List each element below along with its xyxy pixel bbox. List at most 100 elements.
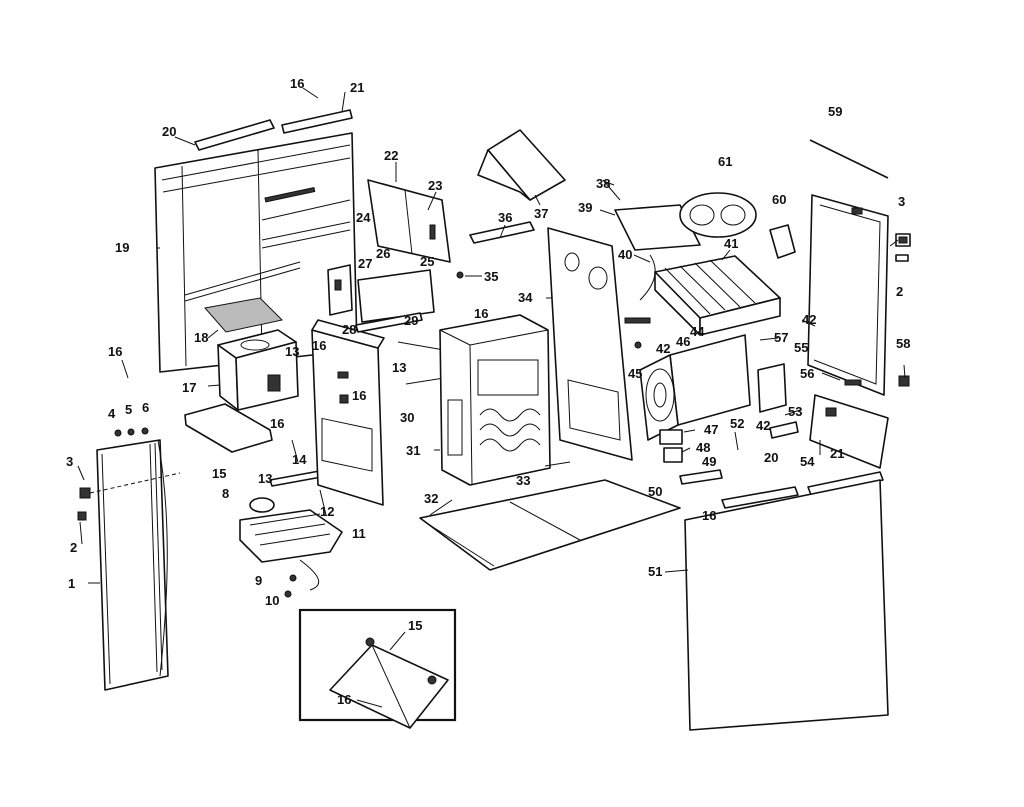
part-18-filter-plate — [204, 297, 284, 333]
part-2-3-latch-left — [77, 472, 181, 521]
part-28-bar — [355, 312, 423, 333]
label-22: 22 — [384, 148, 398, 163]
label-52: 52 — [730, 416, 744, 431]
label-8: 8 — [222, 486, 229, 501]
label-45: 45 — [628, 366, 642, 381]
label-59: 59 — [828, 104, 842, 119]
label-18: 18 — [194, 330, 208, 345]
label-49: 49 — [702, 454, 716, 469]
label-55: 55 — [794, 340, 808, 355]
part-3-2-latch-right — [895, 233, 911, 262]
part-41-coil — [654, 255, 781, 336]
label-42-c: 42 — [756, 418, 770, 433]
label-28: 28 — [342, 322, 356, 337]
label-13-c: 13 — [258, 471, 272, 486]
label-11: 11 — [352, 526, 366, 541]
label-13-b: 13 — [392, 360, 406, 375]
part-47-48-49-components — [659, 429, 683, 463]
label-21-a: 21 — [350, 80, 364, 95]
part-50-bracket — [679, 469, 723, 485]
part-37-hood — [477, 129, 566, 201]
label-61: 61 — [718, 154, 732, 169]
label-23: 23 — [428, 178, 442, 193]
label-35: 35 — [484, 269, 498, 284]
label-27: 27 — [358, 256, 372, 271]
label-15-b: 15 — [408, 618, 422, 633]
label-39: 39 — [578, 200, 592, 215]
part-20-top-strip — [194, 119, 275, 151]
part-26-27-bracket — [327, 264, 435, 323]
label-1: 1 — [68, 576, 75, 591]
label-30: 30 — [400, 410, 414, 425]
part-61-blower-wheel — [679, 192, 757, 238]
label-16-g: 16 — [702, 508, 716, 523]
label-16-e: 16 — [474, 306, 488, 321]
part-54-access-panel — [809, 394, 889, 469]
part-59-rod — [809, 139, 889, 179]
part-33-screw — [544, 461, 571, 467]
label-41: 41 — [724, 236, 738, 251]
label-56: 56 — [800, 366, 814, 381]
part-21-top-strip — [281, 109, 353, 134]
part-42-right-side-panel — [807, 194, 889, 396]
label-40: 40 — [618, 247, 632, 262]
label-19: 19 — [115, 240, 129, 255]
label-37: 37 — [534, 206, 548, 221]
label-53: 53 — [788, 404, 802, 419]
part-14-tube — [291, 439, 299, 463]
label-51: 51 — [648, 564, 662, 579]
part-51-front-panel — [684, 479, 889, 731]
label-3-right: 3 — [898, 194, 905, 209]
part-9-10-fasteners — [284, 574, 297, 598]
part-17-blower-housing — [217, 329, 299, 411]
part-22-23-panel — [367, 179, 451, 263]
label-16-f: 16 — [312, 338, 326, 353]
label-5: 5 — [125, 402, 132, 417]
part-34-center-panel — [547, 227, 633, 461]
label-15-a: 15 — [212, 466, 226, 481]
label-54: 54 — [800, 454, 815, 469]
label-6: 6 — [142, 400, 149, 415]
part-15-bracket — [184, 403, 273, 453]
label-9: 9 — [255, 573, 262, 588]
part-46-57-blower-assembly — [639, 334, 751, 441]
label-29: 29 — [404, 313, 418, 328]
label-24: 24 — [356, 210, 371, 225]
label-38: 38 — [596, 176, 610, 191]
leader-lines — [77, 87, 906, 708]
part-number-labels: 1 2 3 4 5 6 8 9 10 11 12 13 13 13 14 15 … — [66, 76, 910, 707]
label-13-a: 13 — [285, 344, 299, 359]
label-21-b: 21 — [830, 446, 844, 461]
label-58: 58 — [896, 336, 910, 351]
label-12: 12 — [320, 504, 334, 519]
part-58-latch — [898, 375, 910, 387]
part-11-control-panel — [311, 319, 385, 506]
part-20-21-bottom-strips — [721, 471, 884, 509]
label-46: 46 — [676, 334, 690, 349]
part-4-5-6-fasteners — [114, 427, 149, 437]
label-33: 33 — [516, 473, 530, 488]
label-32: 32 — [424, 491, 438, 506]
label-42-a: 42 — [802, 312, 816, 327]
label-47: 47 — [704, 422, 718, 437]
part-8-burner-motor — [239, 497, 343, 591]
label-3-left: 3 — [66, 454, 73, 469]
part-60-cap — [769, 224, 796, 259]
part-38-39-40-flue-parts — [602, 179, 701, 301]
label-17: 17 — [182, 380, 196, 395]
label-2-left: 2 — [70, 540, 77, 555]
label-31: 31 — [406, 443, 420, 458]
label-48: 48 — [696, 440, 710, 455]
label-16-b: 16 — [108, 344, 122, 359]
label-4: 4 — [108, 406, 116, 421]
label-20-a: 20 — [162, 124, 176, 139]
part-19-side-panel — [154, 132, 358, 373]
label-16-d: 16 — [352, 388, 366, 403]
label-36: 36 — [498, 210, 512, 225]
part-29-30-rods — [397, 341, 445, 385]
part-44-45-fittings — [624, 317, 651, 349]
label-26: 26 — [376, 246, 390, 261]
label-50: 50 — [648, 484, 662, 499]
inset-box — [298, 608, 457, 729]
